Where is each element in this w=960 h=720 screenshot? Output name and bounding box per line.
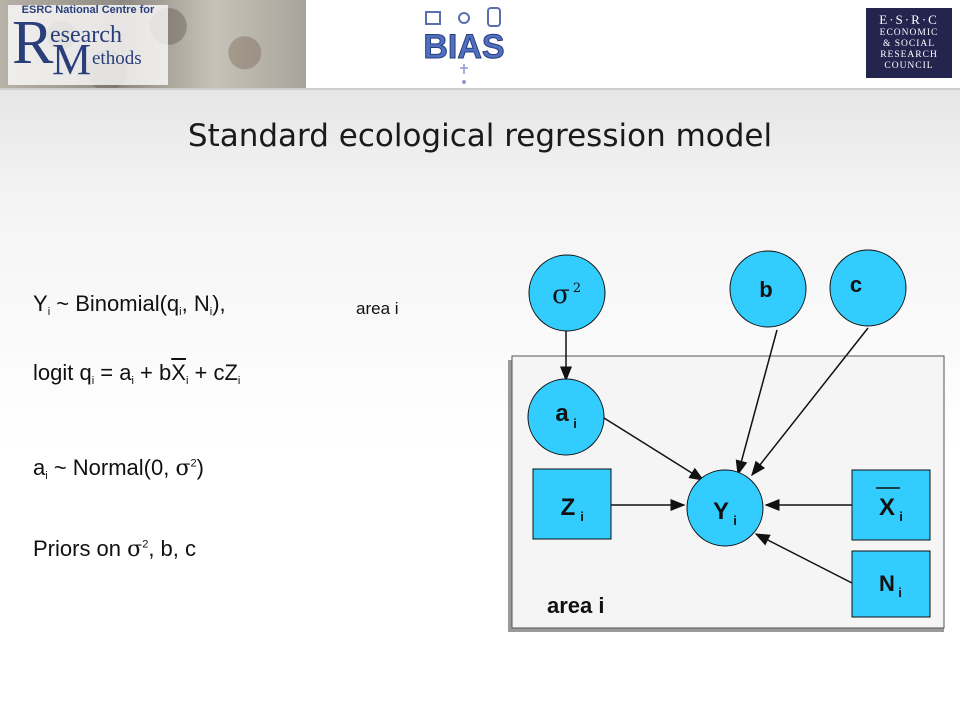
node-c: c (829, 249, 907, 327)
bias-rounded-icon (487, 7, 501, 27)
eq2-sub1: i (91, 375, 95, 387)
edge-c-to-y (751, 327, 869, 477)
node-z-label: Z (561, 494, 576, 521)
eq1-sub3: i (209, 306, 213, 318)
esrc-line-social: & SOCIAL (882, 39, 936, 49)
eq3-a: a (33, 455, 46, 480)
eq3-sigma: σ (175, 456, 191, 481)
edge-a-to-y (603, 417, 705, 481)
node-a-label: a (555, 400, 569, 427)
edge-b-to-y (735, 329, 778, 476)
esrc-acronym: E·S·R·C (879, 12, 939, 27)
logo-card (8, 5, 168, 85)
eq4-sup: 2 (142, 538, 149, 551)
eq2-plus-b: + b (133, 360, 172, 385)
eq4-priors: Priors on (33, 536, 128, 561)
node-x: X i (851, 469, 931, 541)
eq1-sub2: i (179, 306, 182, 318)
equation-binomial: Yi ~ Binomial(qi, Ni), (33, 291, 226, 318)
node-x-box (851, 469, 931, 541)
plate-label: area i (547, 593, 605, 618)
eq3-normal: ~ Normal(0, (47, 455, 176, 480)
logo-top-line: ESRC National Centre for (21, 4, 155, 16)
esrc-line-council: COUNCIL (884, 61, 934, 71)
logo-word-methods: ethods (92, 48, 142, 69)
eq2-xbar: X (171, 360, 186, 385)
bias-dot-icon (462, 80, 466, 84)
node-sigma2-label: σ (552, 280, 570, 310)
node-a-circle (527, 378, 605, 456)
node-a-sub: i (573, 416, 577, 431)
equation-normal: ai ~ Normal(0, σ2) (33, 455, 204, 482)
node-n: N i (851, 550, 931, 618)
node-b-label: b (759, 277, 772, 302)
eq1-comma: , N (181, 291, 210, 316)
eq2-sub2: i (131, 375, 134, 387)
eq2-eq-a: = a (94, 360, 132, 385)
node-sigma2-sup: 2 (573, 281, 581, 296)
logo-word-research: esearch (50, 22, 122, 48)
eq2-sub3: i (185, 375, 189, 387)
node-n-box (851, 550, 931, 618)
eq2-sub4: i (237, 375, 241, 387)
equation-area-note: area i (356, 299, 399, 318)
eq1-sub: i (47, 306, 51, 318)
logo-initial-m: M (52, 35, 92, 84)
eq1-y: Y (33, 291, 48, 316)
esrc-logo: E·S·R·C ECONOMIC & SOCIAL RESEARCH COUNC… (866, 8, 952, 78)
ncrm-logo: ESRC National Centre for R esearch M eth… (0, 0, 306, 88)
node-c-circle (829, 249, 907, 327)
slide-title: Standard ecological regression model (187, 118, 773, 154)
eq3-close: ) (196, 455, 204, 480)
eq1-end: ), (212, 291, 226, 316)
bias-circle-icon (458, 12, 470, 24)
node-b-circle (729, 250, 807, 328)
eq2-logit: logit q (33, 360, 92, 385)
node-sigma2-circle (528, 254, 606, 332)
eq1-mid: ~ Binomial(q (50, 291, 180, 316)
node-y-label: Y (713, 498, 729, 525)
node-z-sub: i (580, 509, 584, 524)
node-x-label: X (879, 494, 895, 521)
node-sigma2: σ 2 (528, 254, 606, 332)
eq3-sup: 2 (190, 457, 197, 470)
node-z: Z i (532, 468, 612, 540)
header-divider (0, 88, 960, 90)
node-y-circle (686, 469, 764, 547)
bias-wordmark: BIAS (423, 28, 504, 66)
eq2-plus-cz: + cZ (188, 360, 238, 385)
equation-priors: Priors on σ2, b, c (33, 536, 196, 562)
bias-square-icon (425, 11, 441, 25)
bias-logo: BIAS (423, 7, 505, 84)
logo-initial-r: R (12, 9, 54, 77)
eq4-sigma: σ (127, 537, 143, 562)
edge-n-to-y (754, 533, 853, 584)
eq3-sub: i (45, 470, 48, 482)
eq4-bc: b, c (160, 536, 197, 561)
node-y: Y i (686, 469, 764, 547)
node-c-label: c (850, 272, 862, 297)
node-z-box (532, 468, 612, 540)
esrc-line-research: RESEARCH (880, 50, 938, 60)
node-a: a i (527, 378, 605, 456)
node-n-sub: i (898, 585, 902, 600)
node-y-sub: i (733, 513, 737, 528)
node-n-label: N (879, 571, 895, 596)
node-x-sub: i (899, 509, 903, 524)
equation-logit: logit qi = ai + bXi + cZi (33, 360, 240, 387)
node-b: b (729, 250, 807, 328)
bias-arrow-icon (460, 64, 468, 74)
esrc-line-economic: ECONOMIC (879, 28, 939, 38)
eq4-sep: , (148, 536, 161, 561)
